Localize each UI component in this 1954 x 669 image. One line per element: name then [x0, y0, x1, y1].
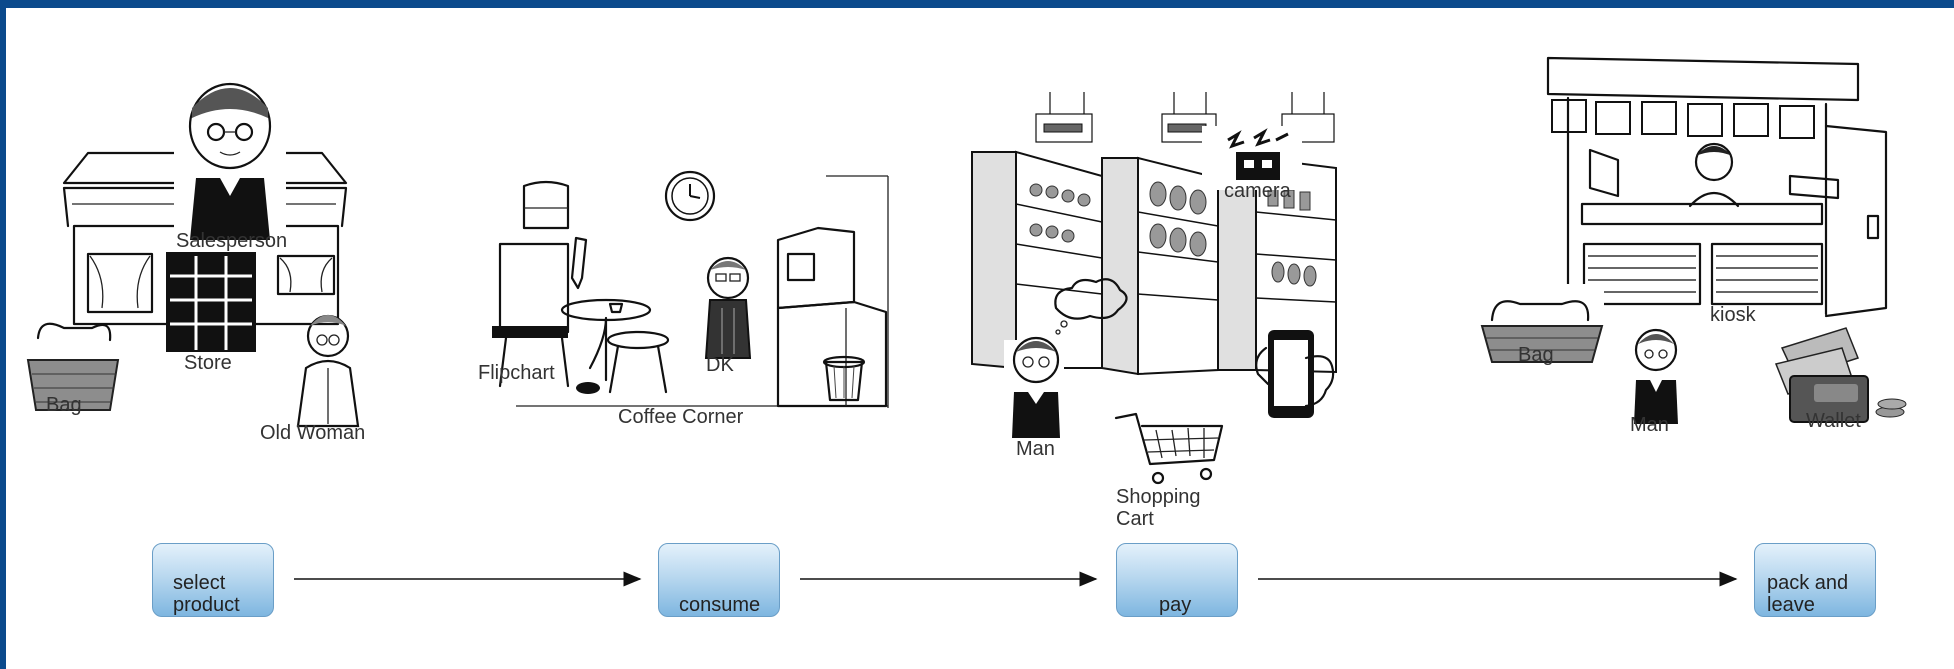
- flipchart-label: Flipchart: [478, 362, 555, 384]
- step-label: pack and leave: [1767, 572, 1849, 616]
- step-pack-and-leave[interactable]: pack and leave: [1754, 543, 1876, 617]
- step-label: consume: [679, 594, 761, 616]
- salesperson-label: Salesperson: [176, 230, 288, 252]
- shopping-cart-label: Shopping Cart: [1116, 486, 1201, 530]
- diagram-canvas: Salesperson Store Bag Old Woman: [6, 8, 1954, 669]
- dk-label: DK: [706, 354, 734, 376]
- store-label: Store: [184, 352, 232, 374]
- step-label: pay: [1159, 594, 1192, 616]
- old-woman-label: Old Woman: [260, 422, 366, 444]
- man-label-kiosk: Man: [1630, 414, 1669, 436]
- process-arrows: [294, 571, 1738, 587]
- coffee-corner-label: Coffee Corner: [618, 406, 744, 428]
- man-label-pay: Man: [1016, 438, 1055, 460]
- camera-label: camera: [1224, 180, 1291, 202]
- step-pay[interactable]: pay: [1116, 543, 1238, 617]
- coffee-corner-illustration: [492, 170, 889, 408]
- supermarket-illustration: [971, 92, 1337, 486]
- wallet-label: Wallet: [1806, 410, 1861, 432]
- kiosk-label: kiosk: [1710, 304, 1756, 326]
- step-consume[interactable]: consume: [658, 543, 780, 617]
- bag-label-kiosk: Bag: [1518, 344, 1554, 366]
- step-select-product[interactable]: select product: [152, 543, 274, 617]
- store-illustration: [26, 82, 360, 428]
- bag-label: Bag: [46, 394, 82, 416]
- step-label: select product: [173, 572, 240, 616]
- kiosk-illustration: [1480, 56, 1907, 424]
